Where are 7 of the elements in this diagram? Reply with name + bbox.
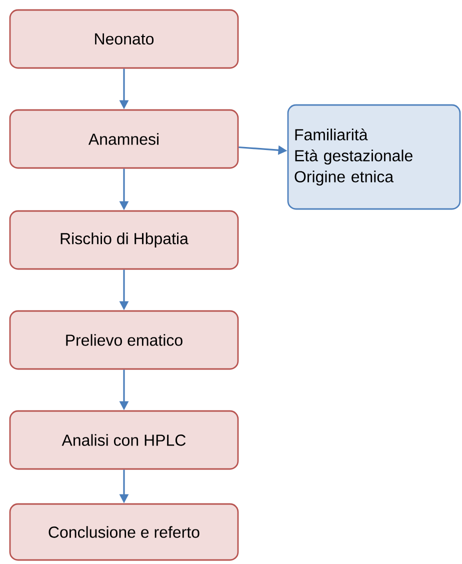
process-box: Anamnesi: [9, 109, 239, 169]
info-box: Familiarità Età gestazionale Origine etnica: [287, 104, 461, 210]
process-box: Prelievo ematico: [9, 310, 239, 370]
process-box: Rischio di Hbpatia: [9, 210, 239, 270]
process-box: Analisi con HPLC: [9, 410, 239, 470]
process-box: Neonato: [9, 9, 239, 69]
process-box: Conclusione e referto: [9, 503, 239, 561]
